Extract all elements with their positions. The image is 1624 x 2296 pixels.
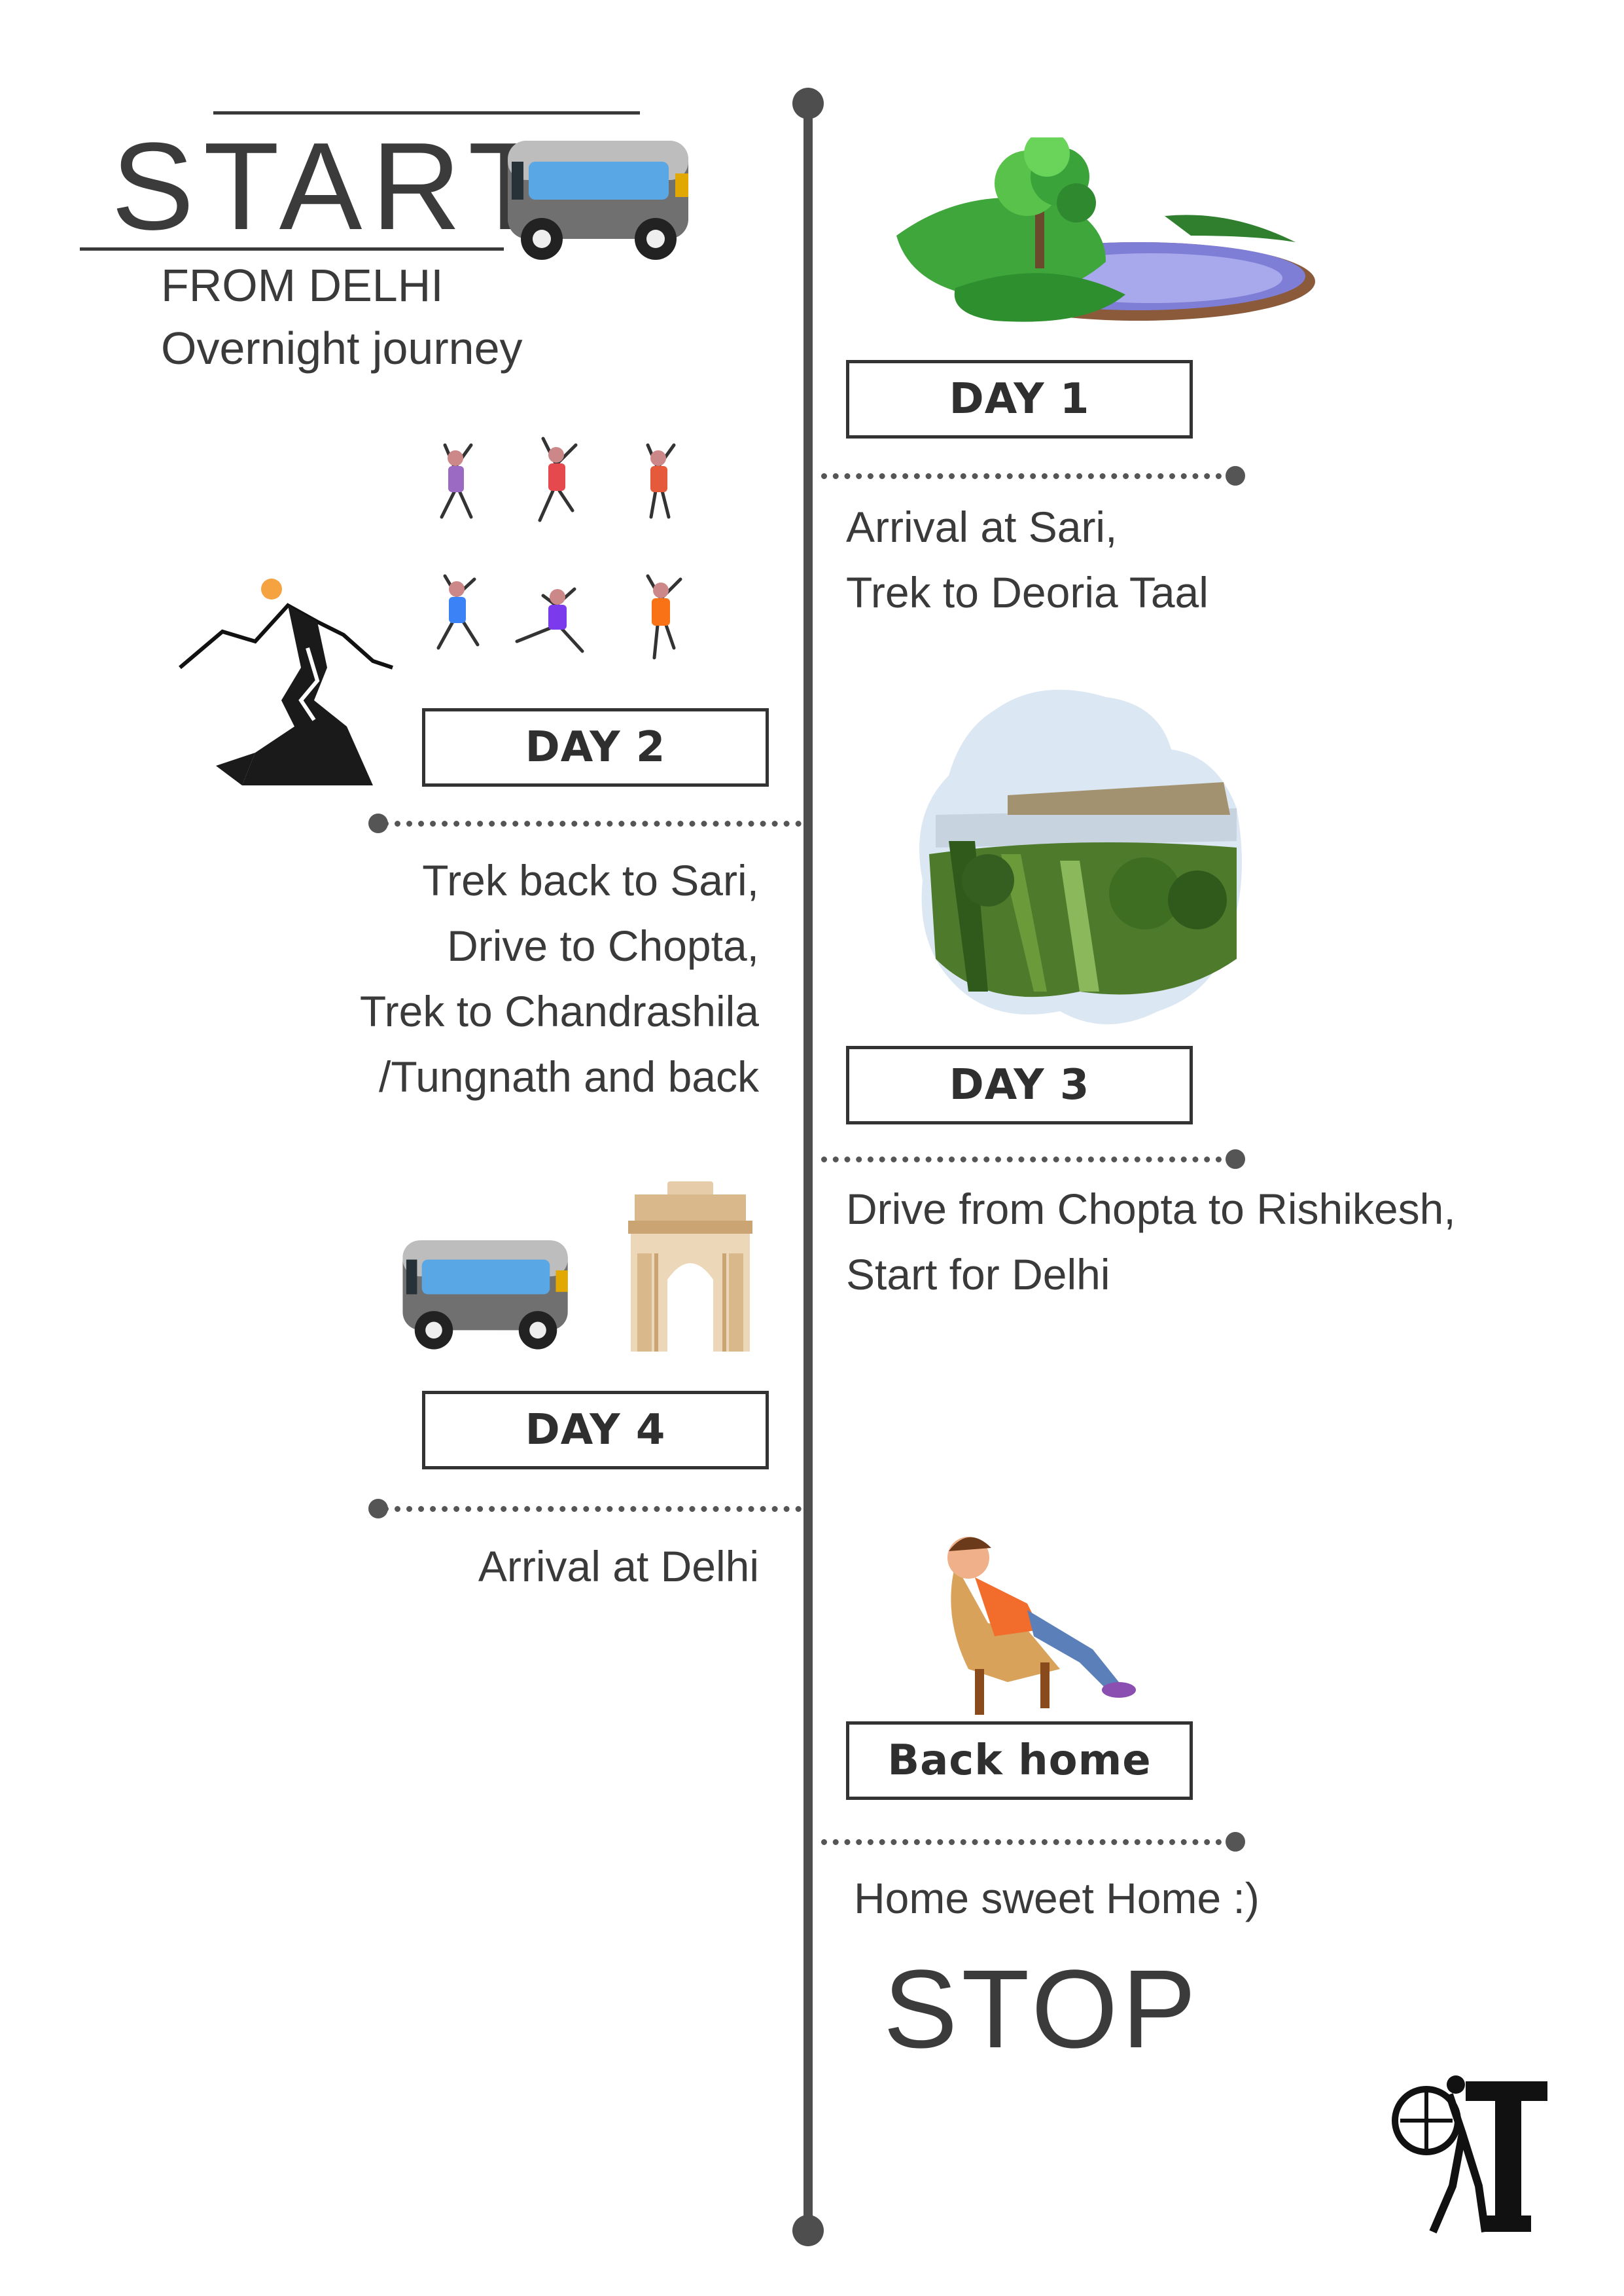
day-2-line-2: Drive to Chopta, xyxy=(447,922,759,970)
vineyard-landscape-icon xyxy=(909,684,1250,1031)
stop-title: STOP xyxy=(883,1947,1200,2072)
day-1-line-1: Arrival at Sari, xyxy=(846,503,1118,551)
day-1-connector-dot xyxy=(1226,466,1245,486)
day-3-label: DAY 3 xyxy=(846,1046,1193,1124)
start-title: START xyxy=(111,117,554,256)
rock-climbers-icon xyxy=(412,432,726,694)
mountain-peak-icon xyxy=(177,569,412,792)
start-bottom-rule xyxy=(80,247,504,251)
relaxing-man-icon xyxy=(929,1525,1152,1721)
back-home-line-1: Home sweet Home :) xyxy=(854,1874,1260,1922)
day-2-line-3: Trek to Chandrashila xyxy=(359,987,759,1035)
bus-icon xyxy=(504,134,694,265)
start-top-rule xyxy=(213,111,640,115)
back-home-connector-dot xyxy=(1226,1832,1245,1852)
timeline-end-dot xyxy=(792,2215,824,2246)
bus-icon xyxy=(399,1234,573,1355)
day-1-line-2: Trek to Deoria Taal xyxy=(846,568,1209,617)
day-2-line-1: Trek back to Sari, xyxy=(422,856,759,905)
lake-island-icon xyxy=(890,137,1322,334)
day-4-connector xyxy=(383,1506,802,1512)
start-subtitle-journey: Overnight journey xyxy=(161,323,523,374)
day-3-connector-dot xyxy=(1226,1149,1245,1169)
day-4-label: DAY 4 xyxy=(422,1391,769,1469)
day-3-connector xyxy=(821,1157,1233,1162)
india-gate-icon xyxy=(622,1181,759,1352)
start-subtitle-from: FROM DELHI xyxy=(161,260,444,311)
day-3-line-2: Start for Delhi xyxy=(846,1250,1110,1299)
timeline-line xyxy=(803,103,813,2232)
day-4-line-1: Arrival at Delhi xyxy=(478,1542,759,1590)
trekker-logo-icon xyxy=(1387,2055,1557,2238)
day-2-line-4: /Tungnath and back xyxy=(379,1052,759,1101)
day-2-connector xyxy=(383,821,802,827)
day-3-line-1: Drive from Chopta to Rishikesh, xyxy=(846,1185,1456,1233)
back-home-connector xyxy=(821,1839,1233,1845)
day-1-connector xyxy=(821,473,1233,479)
back-home-label: Back home xyxy=(846,1721,1193,1800)
day-2-label: DAY 2 xyxy=(422,708,769,787)
timeline-start-dot xyxy=(792,88,824,119)
day-1-label: DAY 1 xyxy=(846,360,1193,439)
